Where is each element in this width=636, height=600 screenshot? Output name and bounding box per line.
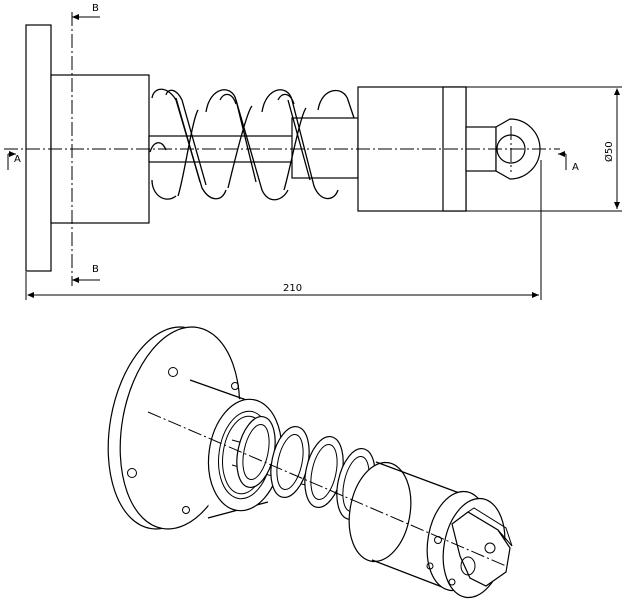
flange: [25, 24, 52, 272]
cap-screw: [448, 578, 456, 586]
diameter-dimension-value: Ø50: [603, 141, 615, 162]
isometric-view: [107, 326, 513, 599]
iso-centerline: [147, 411, 507, 567]
flange-hole: [127, 468, 137, 478]
cap-screw: [426, 562, 434, 570]
section-label-a-right: A: [572, 162, 579, 173]
flange-hole: [231, 382, 239, 390]
section-label-b-top: B: [92, 3, 99, 14]
length-dimension-value: 210: [283, 283, 302, 294]
iso-spring: [236, 415, 376, 521]
section-label-a-left: A: [14, 154, 21, 165]
flange-hole: [182, 506, 190, 514]
front-view: A A B B 210 Ø50: [4, 3, 622, 300]
flange-hole: [168, 367, 178, 377]
spring-front: [149, 88, 355, 201]
clevis-hole: [460, 556, 476, 576]
section-label-b-bottom: B: [92, 264, 99, 275]
iso-clevis: [451, 507, 513, 587]
rod-collar: [291, 117, 359, 179]
